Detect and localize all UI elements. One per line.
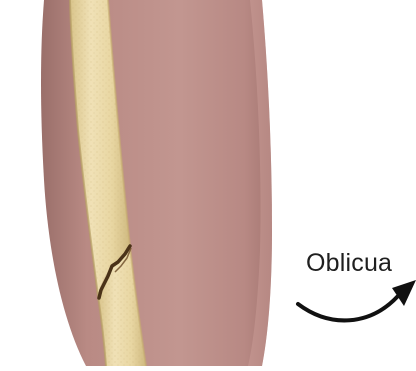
arrow-head-icon (392, 280, 416, 306)
curved-arrow-icon (298, 296, 398, 320)
fracture-type-label: Oblicua (306, 248, 392, 278)
